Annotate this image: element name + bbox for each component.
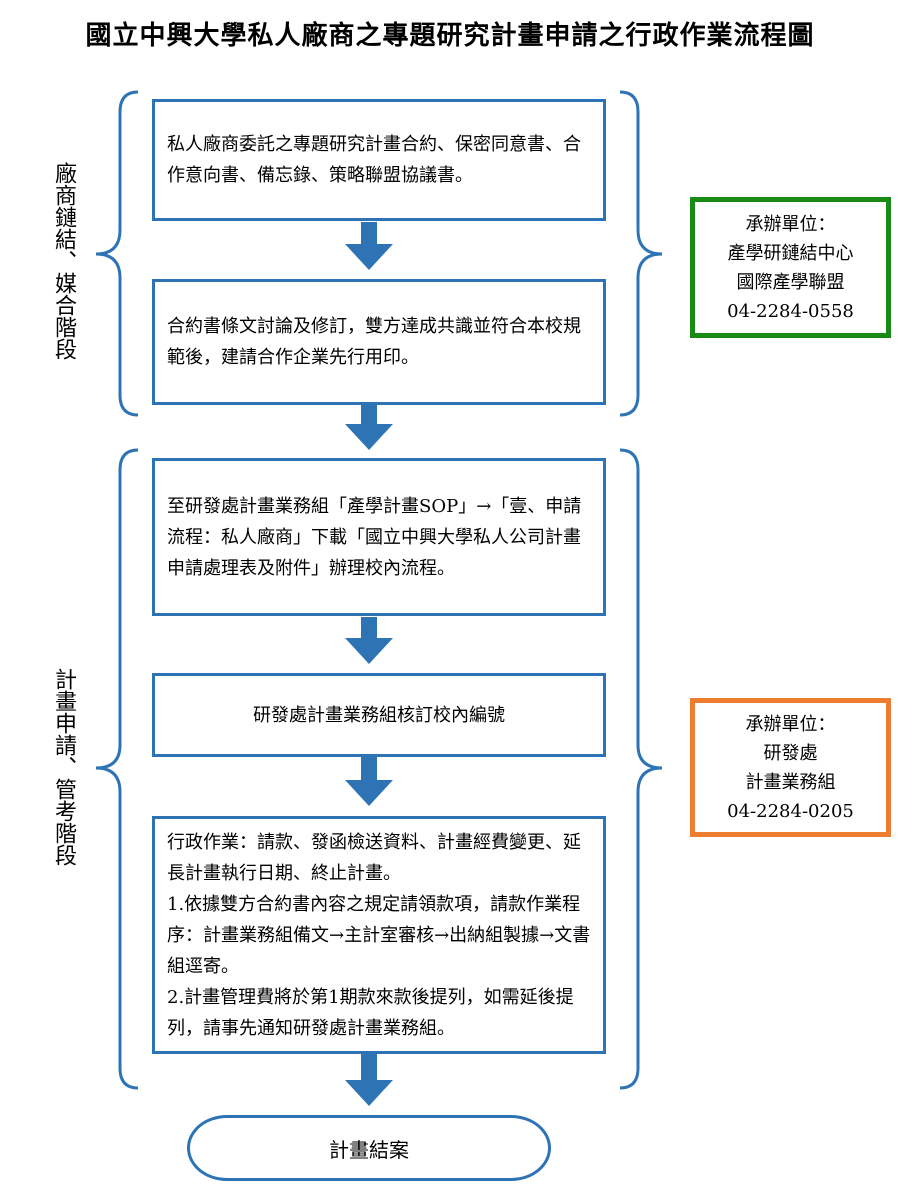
down-arrow-icon — [345, 1054, 393, 1106]
unit-heading: 承辦單位： — [745, 713, 836, 735]
step-administration: 行政作業：請款、發函檢送資料、計畫經費變更、延長計畫執行日期、終止計畫。 1.依… — [152, 816, 606, 1054]
unit-box-research-office: 承辦單位： 研發處 計畫業務組 04-2284-0205 — [690, 698, 891, 837]
step-contract-review: 合約書條文討論及修訂，雙方達成共識並符合本校規範後，建請合作企業先行用印。 — [152, 279, 606, 405]
down-arrow-icon — [345, 757, 393, 806]
down-arrow-icon — [345, 222, 393, 270]
step-assign-number: 研發處計畫業務組核訂校內編號 — [152, 673, 606, 757]
end-terminal: 計畫結案 — [187, 1115, 551, 1181]
page-title: 國立中興大學私人廠商之專題研究計畫申請之行政作業流程圖 — [85, 21, 815, 51]
unit-line: 計畫業務組 — [745, 771, 836, 793]
unit-line: 產學研鏈結中心 — [727, 242, 854, 264]
unit-line: 國際產學聯盟 — [736, 271, 845, 293]
stage-1-left-bracket — [95, 90, 139, 417]
unit-box-liaison-center: 承辦單位： 產學研鏈結中心 國際產學聯盟 04-2284-0558 — [690, 197, 891, 338]
end-text: 計畫結案 — [329, 1137, 409, 1162]
step-contract-documents: 私人廠商委託之專題研究計畫合約、保密同意書、合作意向書、備忘錄、策略聯盟協議書。 — [152, 99, 606, 221]
unit-phone: 04-2284-0558 — [727, 300, 854, 322]
stage-label-application: 計畫申請、管考階段 — [51, 668, 76, 866]
unit-phone: 04-2284-0205 — [727, 800, 854, 822]
down-arrow-icon — [345, 617, 393, 664]
step-text: 私人廠商委託之專題研究計畫合約、保密同意書、合作意向書、備忘錄、策略聯盟協議書。 — [167, 134, 581, 186]
stage-2-left-bracket — [95, 448, 139, 1090]
unit-line: 研發處 — [763, 742, 818, 764]
step-internal-process: 至研發處計畫業務組「產學計畫SOP」→「壹、申請流程：私人廠商」下載「國立中興大… — [152, 458, 606, 616]
step-text: 行政作業：請款、發函檢送資料、計畫經費變更、延長計畫執行日期、終止計畫。 1.依… — [167, 831, 591, 1039]
step-text: 研發處計畫業務組核訂校內編號 — [253, 704, 505, 726]
stage-1-right-bracket — [619, 90, 663, 417]
stage-label-matching: 廠商鏈結、媒合階段 — [51, 162, 76, 360]
step-text: 至研發處計畫業務組「產學計畫SOP」→「壹、申請流程：私人廠商」下載「國立中興大… — [167, 495, 582, 579]
stage-2-right-bracket — [619, 448, 663, 1090]
step-text: 合約書條文討論及修訂，雙方達成共識並符合本校規範後，建請合作企業先行用印。 — [167, 316, 581, 368]
unit-heading: 承辦單位： — [745, 213, 836, 235]
down-arrows — [345, 222, 393, 1106]
down-arrow-icon — [345, 404, 393, 450]
